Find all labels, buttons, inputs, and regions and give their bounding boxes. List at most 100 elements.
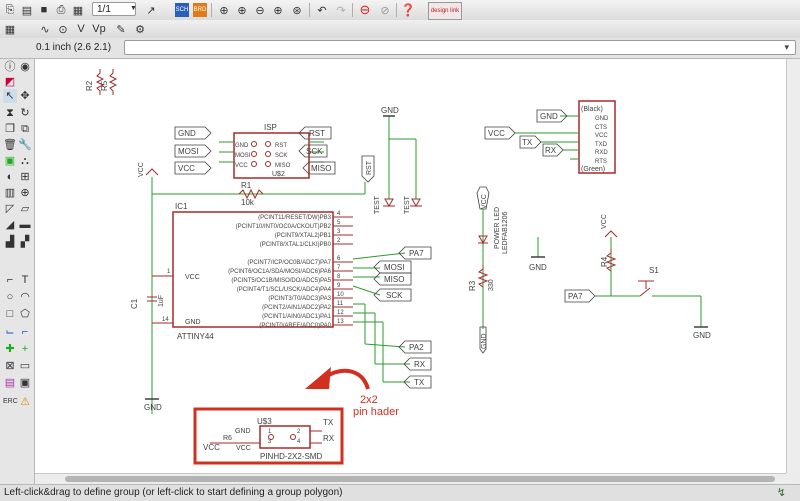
- move-icon[interactable]: ✥: [20, 90, 30, 102]
- grid-icon[interactable]: ▦: [4, 23, 16, 36]
- save-icon[interactable]: ■: [40, 4, 48, 16]
- arc-icon[interactable]: ◠: [20, 291, 30, 303]
- ic1-pin-number: 8: [337, 274, 341, 280]
- wrench-icon[interactable]: ✎: [116, 23, 126, 36]
- open-icon[interactable]: ▤: [21, 4, 33, 17]
- rect-icon[interactable]: □: [6, 308, 14, 320]
- pad-icon[interactable]: ▞: [20, 236, 30, 248]
- stop-icon[interactable]: ⊖: [359, 2, 371, 17]
- horizontal-scrollbar[interactable]: [35, 473, 786, 485]
- info-icon[interactable]: ⓘ: [4, 61, 16, 73]
- header-pin-1: 1: [268, 429, 272, 435]
- chevron-down-icon[interactable]: ▼: [130, 5, 137, 12]
- cam-icon[interactable]: ▦: [72, 4, 84, 17]
- wave-icon[interactable]: ∿: [40, 23, 50, 36]
- eye-icon[interactable]: ◉: [20, 61, 30, 73]
- name-icon[interactable]: ⊞: [20, 171, 30, 183]
- add-icon[interactable]: ▣: [4, 155, 16, 167]
- gnd-left-label: GND: [144, 403, 162, 412]
- ic1-pin-name: (PCINT7/ICP/OC0B/ADC7)PA7: [247, 260, 331, 266]
- gnd-right-label: GND: [693, 331, 711, 340]
- text-icon[interactable]: T: [21, 274, 29, 286]
- rotate-icon[interactable]: ↻: [20, 107, 30, 119]
- zoom-out-icon[interactable]: ⊖: [255, 4, 265, 17]
- horizontal-scroll-thumb[interactable]: [65, 476, 775, 482]
- layers-icon[interactable]: ◩: [4, 76, 16, 88]
- junction-icon[interactable]: ✚: [5, 343, 15, 355]
- redraw-icon[interactable]: ⊛: [292, 4, 302, 17]
- command-input[interactable]: ▾: [124, 40, 796, 55]
- status-bar: Left-click&drag to define group (or left…: [0, 484, 800, 501]
- ripup-icon[interactable]: ▬: [19, 219, 31, 231]
- select-icon[interactable]: ↖: [3, 89, 17, 103]
- zoom-in-icon[interactable]: ⊕: [237, 4, 247, 17]
- designlink-icon[interactable]: design link: [428, 2, 462, 20]
- delete-icon[interactable]: 🗑: [3, 139, 17, 151]
- page-field[interactable]: 1/1: [92, 2, 136, 16]
- miter-icon[interactable]: ◸: [5, 203, 15, 215]
- search-icon[interactable]: ⊙: [58, 23, 68, 36]
- dimension-icon[interactable]: ▭: [19, 360, 31, 372]
- smash-icon[interactable]: ◐: [6, 171, 14, 183]
- brd-icon[interactable]: BRD: [193, 3, 207, 17]
- ic1-pin-name: (PCINT11/RESET/DW)PB3: [258, 215, 332, 221]
- wire-icon[interactable]: ⌐: [6, 274, 14, 286]
- ripup2-icon[interactable]: ▟: [5, 236, 15, 248]
- vp-icon[interactable]: Vp: [92, 23, 106, 35]
- copy-icon[interactable]: ❐: [5, 123, 15, 135]
- net-icon[interactable]: ⌐: [21, 326, 29, 338]
- erc-icon[interactable]: ERC: [3, 398, 18, 405]
- go-icon[interactable]: ⊘: [380, 4, 390, 17]
- ic1-pin-name: (PCINT9/XTAL2)PB1: [275, 233, 332, 239]
- gear-icon[interactable]: ⚙: [135, 23, 145, 36]
- net-tx: TX: [414, 378, 425, 387]
- new-file-icon[interactable]: ⎘: [5, 3, 15, 16]
- route-icon[interactable]: ◢: [5, 219, 15, 231]
- net-pa2: PA2: [409, 343, 424, 352]
- split-icon[interactable]: ⊕: [20, 187, 30, 199]
- attribute-icon[interactable]: ⊠: [5, 360, 15, 372]
- frame-icon[interactable]: ▤: [4, 377, 16, 389]
- replace-icon[interactable]: ⛬: [21, 155, 29, 167]
- chevron-down-icon[interactable]: ▾: [784, 42, 789, 52]
- r2-label: R2: [85, 80, 94, 91]
- secondary-toolbar: ▦ ∿ ⊙ V Vp ✎ ⚙: [0, 20, 800, 39]
- resistor-r3: [477, 265, 489, 288]
- print-icon[interactable]: ⎙: [56, 3, 66, 16]
- polygon-icon[interactable]: ⬠: [20, 308, 30, 320]
- isp-pin-vcc: VCC: [235, 163, 248, 169]
- change-icon[interactable]: 🔧: [18, 139, 32, 151]
- voltage-icon[interactable]: V: [77, 23, 85, 35]
- sch-icon[interactable]: SCH: [175, 3, 189, 17]
- ftdi-gnd: GND: [595, 116, 609, 122]
- vcc-right-label: VCC: [601, 214, 608, 229]
- circle-icon[interactable]: ○: [6, 291, 14, 303]
- help-icon[interactable]: ❓: [400, 3, 416, 17]
- label-icon[interactable]: +: [21, 343, 29, 355]
- ftdi-vcc: VCC: [595, 133, 608, 139]
- ic1-pin-number: 10: [337, 292, 344, 298]
- vertical-scrollbar[interactable]: [786, 59, 800, 473]
- errors-icon[interactable]: ⚠: [20, 396, 30, 408]
- value-icon[interactable]: ▥: [4, 187, 16, 199]
- zoom-fit-icon[interactable]: ⊕: [219, 4, 229, 17]
- ic1-pin-number: 2: [337, 238, 341, 244]
- zoom-select-icon[interactable]: ⊕: [273, 4, 283, 17]
- ic1-pin-number: 11: [337, 301, 344, 307]
- mirror-icon[interactable]: ⧗: [6, 107, 14, 119]
- ic1-pin-number: 7: [337, 265, 341, 271]
- ic1-right-pins: 4(PCINT11/RESET/DW)PB35(PCINT10/INT0/OC0…: [228, 211, 353, 329]
- bus-icon[interactable]: ⌙: [5, 326, 15, 338]
- net-miso: MISO: [384, 275, 404, 284]
- optimize-icon[interactable]: ▱: [20, 203, 30, 215]
- redo-icon[interactable]: ↷: [336, 4, 346, 17]
- paste-icon[interactable]: ⧉: [21, 123, 29, 135]
- annotation-line1: 2x2: [360, 394, 378, 406]
- schematic-canvas[interactable]: R2 R5 ISP GND MOSI VCC RST SCK MISO U$2 …: [35, 59, 786, 473]
- sheet-prev-icon[interactable]: ↗: [146, 4, 156, 17]
- undo-icon[interactable]: ↶: [317, 4, 327, 17]
- ftdi-gnd-label: GND: [540, 112, 558, 121]
- annotation-arrow: [323, 368, 370, 390]
- ic1-pin-name: (PCINT3/T0/ADC3)PA3: [268, 296, 331, 302]
- gate-icon[interactable]: ▣: [19, 377, 31, 389]
